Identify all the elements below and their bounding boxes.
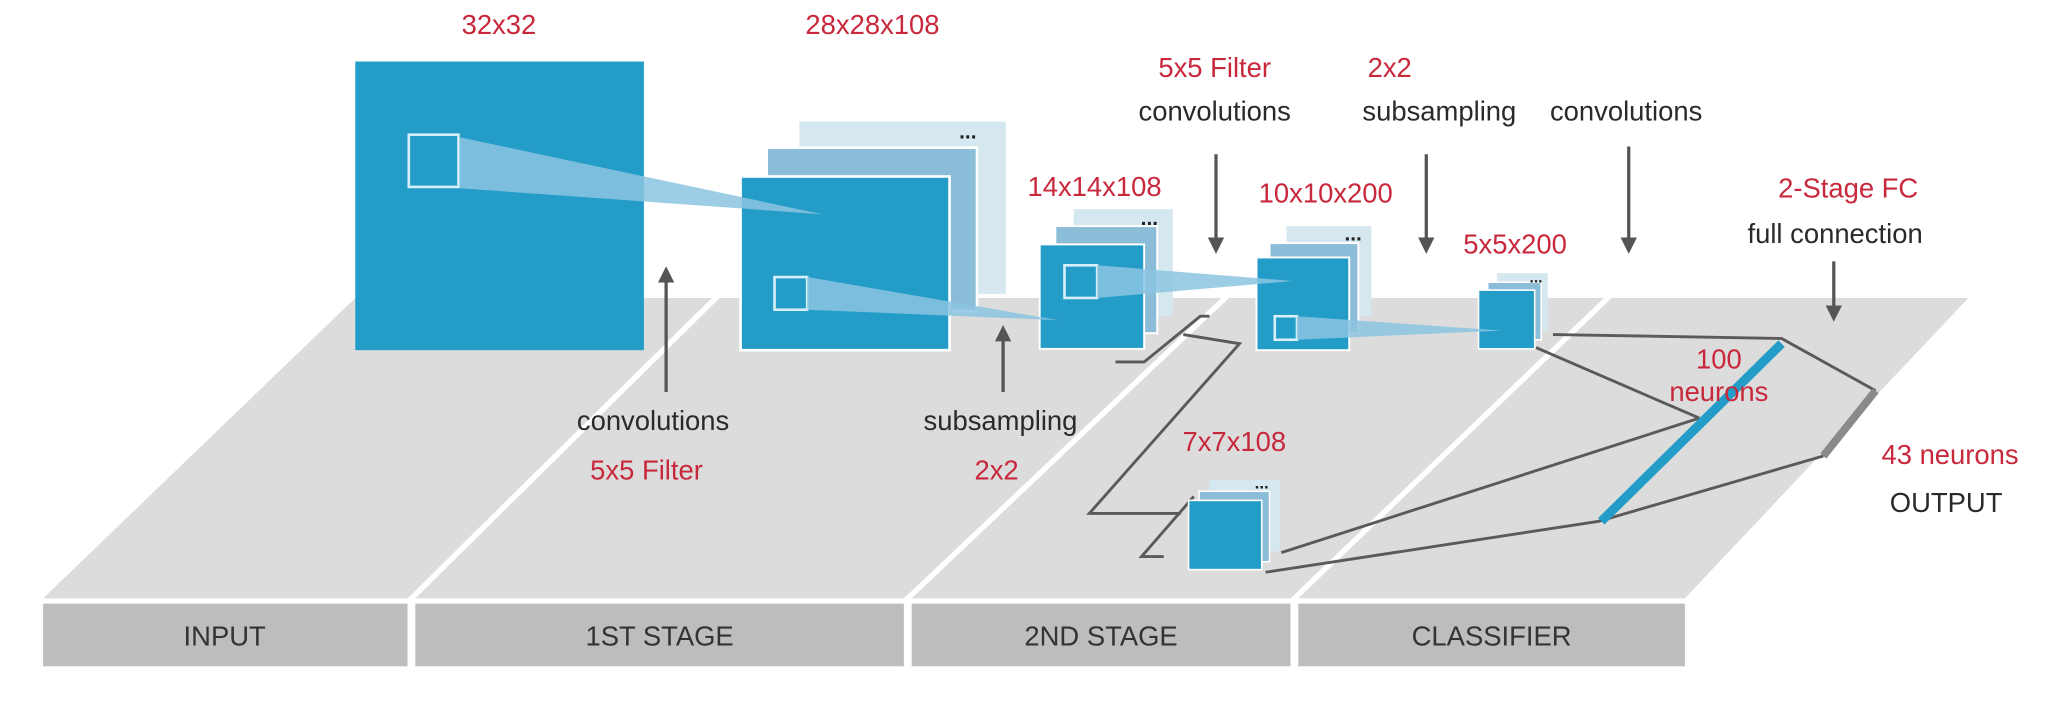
stage-label-second: 2ND STAGE [1024, 620, 1177, 651]
hidden-layer-bar [1598, 340, 1785, 525]
conv1-filter-label: 5x5 Filter [590, 455, 703, 486]
sub1-label: subsampling [924, 405, 1078, 436]
ellipsis: ... [959, 121, 976, 144]
conv3-label: convolutions [1550, 95, 1702, 126]
wire-s1-to-branch [1086, 333, 1243, 515]
floor-first-stage [415, 297, 1222, 599]
output-layer-bar [1820, 388, 1879, 459]
beam-c2-to-s2 [1296, 316, 1503, 340]
wire-s2-to-hidden [1535, 346, 1700, 420]
output-label: OUTPUT [1890, 487, 2003, 518]
ellipsis: ... [1344, 222, 1361, 245]
stage-bars: INPUT 1ST STAGE 2ND STAGE CLASSIFIER [43, 603, 1685, 667]
s1-size-label: 14x14x108 [1027, 171, 1161, 202]
fc-title: 2-Stage FC [1778, 172, 1918, 203]
conv2-label: convolutions [1139, 95, 1291, 126]
sub1-size-label: 2x2 [974, 455, 1018, 486]
stage-label-classifier: CLASSIFIER [1412, 620, 1572, 651]
branch-size-label: 7x7x108 [1182, 426, 1286, 457]
fc-label: full connection [1747, 218, 1922, 249]
arrows [657, 146, 1842, 392]
stage-bar-classifier [1298, 603, 1685, 667]
branch-feature-maps: ... [1187, 474, 1280, 571]
beam-c1-to-s1 [807, 277, 1058, 321]
output-count-label: 43 neurons [1881, 439, 2018, 470]
floor-input [43, 297, 712, 599]
beam-input-to-c1 [459, 137, 823, 215]
s2-feature-maps: ... [1477, 269, 1548, 350]
beam-s1-to-c2 [1097, 265, 1294, 298]
ellipsis: ... [1141, 207, 1158, 230]
wire-branch-bracket [1138, 495, 1195, 558]
c1-feature-maps: ... [739, 121, 1006, 352]
ellipsis: ... [1255, 474, 1269, 493]
sub2-size-label: 2x2 [1368, 52, 1412, 83]
c1-size-label: 28x28x108 [805, 9, 939, 40]
conv2-filter-label: 5x5 Filter [1158, 52, 1271, 83]
c2-size-label: 10x10x200 [1259, 178, 1393, 209]
wire-s1-bracket [1115, 314, 1210, 364]
sub2-label: subsampling [1362, 95, 1516, 126]
wire-branch-to-hidden [1280, 416, 1700, 555]
floor-classifier [1298, 297, 1969, 599]
stage-bar-first [415, 603, 904, 667]
input-map [355, 61, 644, 351]
filter-window [407, 133, 460, 189]
stage-label-first: 1ST STAGE [585, 620, 733, 651]
wire-s2-to-output [1552, 333, 1877, 392]
labels: 32x32 28x28x108 14x14x108 10x10x200 5x5x… [462, 9, 2019, 518]
stage-bar-input [43, 603, 408, 667]
hidden-unit-label: neurons [1669, 376, 1768, 407]
hidden-count-label: 100 [1696, 343, 1742, 374]
wire-branch-to-output [1265, 454, 1824, 574]
connections [1086, 314, 1879, 574]
stage-label-input: INPUT [184, 620, 266, 651]
s2-size-label: 5x5x200 [1463, 229, 1567, 260]
floor [43, 297, 1969, 599]
input-size-label: 32x32 [462, 9, 537, 40]
floor-second-stage [911, 297, 1604, 599]
conv1-label: convolutions [577, 405, 729, 436]
stage-bar-second [911, 603, 1291, 667]
ellipsis: ... [1529, 269, 1542, 286]
